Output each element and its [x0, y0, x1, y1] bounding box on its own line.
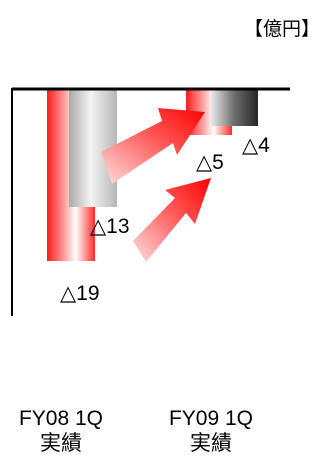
category-label-fy09-line1: FY09 1Q — [168, 407, 254, 430]
category-label-fy09: FY09 1Q 実績 — [151, 406, 271, 456]
value-label-fy09-series1: △5 — [196, 151, 224, 174]
bar-fy09-series2 — [210, 90, 258, 126]
category-label-fy08-line2: 実績 — [40, 432, 82, 455]
value-label-fy08-series2: △13 — [90, 215, 130, 238]
category-label-fy09-line2: 実績 — [190, 432, 232, 455]
trend-arrow-lower — [133, 178, 211, 262]
category-label-fy08: FY08 1Q 実績 — [1, 406, 121, 456]
unit-label: 【億円】 — [243, 19, 320, 40]
category-label-fy08-line1: FY08 1Q — [18, 407, 104, 430]
trend-arrow-upper — [101, 108, 205, 184]
value-label-fy08-series1: △19 — [60, 282, 100, 305]
value-label-fy09-series2: △4 — [242, 134, 270, 157]
